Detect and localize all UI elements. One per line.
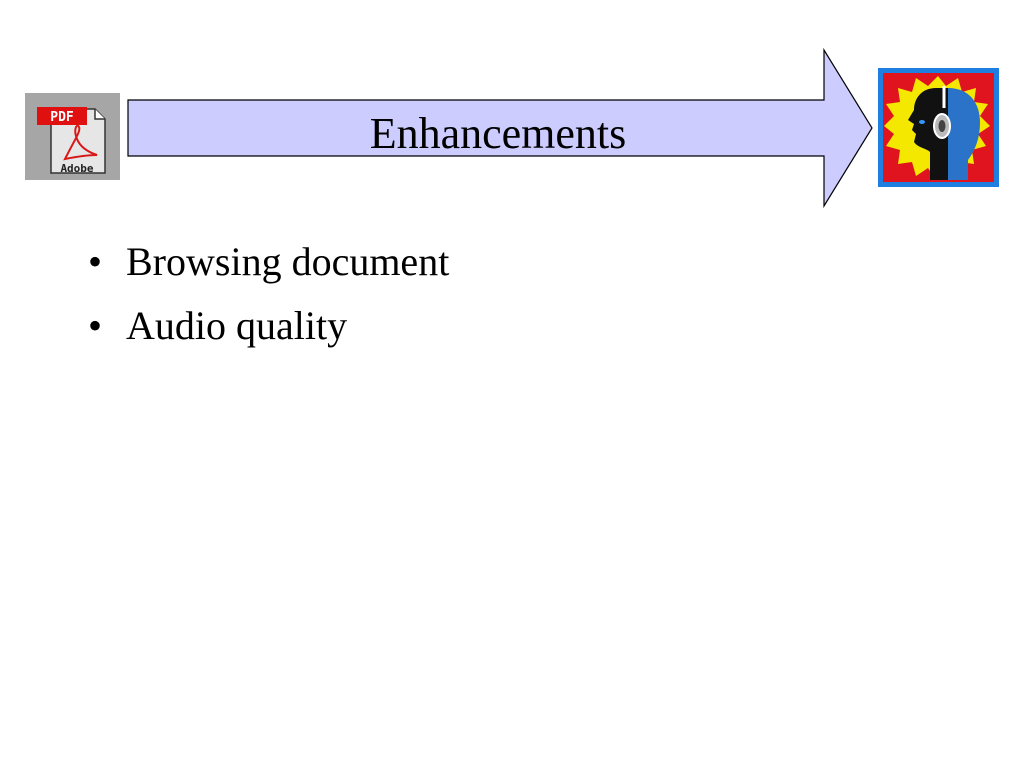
list-item: • Browsing document <box>88 230 449 294</box>
pdf-badge-text: PDF <box>50 110 74 125</box>
bullet-text: Browsing document <box>126 239 450 284</box>
bullet-text: Audio quality <box>126 303 348 348</box>
slide-title: Enhancements <box>369 109 627 158</box>
bullet-marker: • <box>88 239 103 284</box>
pdf-file-icon: PDF Adobe <box>25 93 120 180</box>
headphone-listener-icon <box>878 68 999 187</box>
title-arrow-shape <box>127 48 873 208</box>
adobe-brand-text: Adobe <box>60 162 93 175</box>
bullet-marker: • <box>88 303 103 348</box>
bullet-list: • Browsing document • Audio quality <box>88 230 449 358</box>
list-item: • Audio quality <box>88 294 449 358</box>
